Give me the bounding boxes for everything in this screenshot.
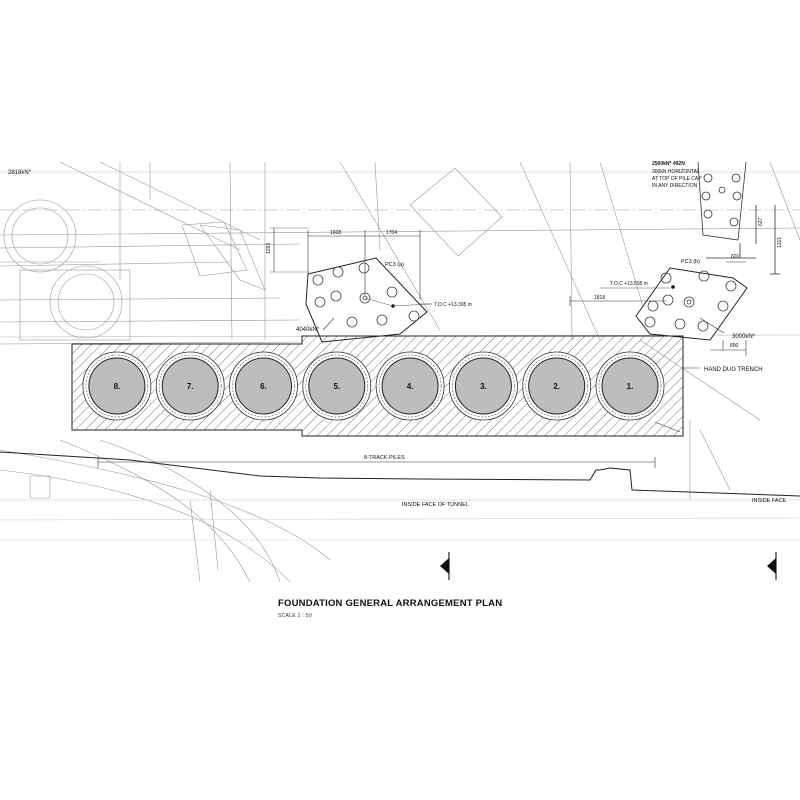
dim-627: 627 [758, 217, 764, 226]
plan-title: FOUNDATION GENERAL ARRANGEMENT PLAN [278, 598, 503, 609]
track-piles-label: 8-TRACK PILES [364, 455, 405, 461]
track-piles: 1. 2. 3. 4. 5. 6. 7. 8. [82, 351, 665, 421]
pile-core [161, 357, 219, 415]
pile-number: 6. [260, 382, 267, 391]
pile-core [381, 357, 439, 415]
pile-reinforcement [452, 354, 515, 418]
pile-reinforcement [525, 354, 589, 418]
load-label-right-cap: 3000kN* [732, 334, 756, 340]
pile-number: 3. [480, 382, 487, 391]
load-note-line2: 300kN HORIZONTAL [652, 169, 700, 175]
pile-number: 2. [553, 382, 560, 391]
dim-1818: 1818 [594, 295, 605, 301]
dim-1704: 1704 [386, 230, 397, 236]
pile-core [528, 357, 586, 415]
pile-number: 7. [187, 382, 194, 391]
dim-890: 890 [730, 343, 739, 349]
pile-core [235, 357, 292, 415]
dim-601: 601 [731, 254, 740, 260]
pile-cap-a-toc: T.O.C +13.395 m [434, 302, 472, 308]
pile-2: 2. [522, 351, 592, 421]
pile-core [454, 357, 512, 415]
pile-reinforcement [305, 354, 369, 418]
pile-7: 7. [155, 351, 225, 421]
dim-1311: 1311 [777, 237, 783, 248]
pile-core [308, 357, 366, 415]
pile-6: 6. [229, 351, 298, 421]
load-note-line1: 2500kN* 492N [652, 161, 685, 167]
pile-8: 8. [82, 351, 152, 421]
pile-reinforcement [158, 354, 222, 418]
pile-1: 1. [595, 351, 665, 421]
section-marker-left [440, 552, 450, 580]
tunnel-face-label-right: INSIDE FACE [752, 498, 787, 504]
trench-label: HAND DUG TRENCH [704, 367, 763, 373]
pile-cap-b-toc: T.O.C +13.595 m [610, 281, 648, 287]
dim-1608: 1608 [330, 230, 341, 236]
tunnel-face-line [0, 451, 800, 497]
load-note-line4: IN ANY DIRECTION [652, 183, 698, 189]
pile-core [88, 357, 146, 415]
pile-number: 4. [407, 382, 414, 391]
pile-cap-b [635, 267, 748, 341]
plan-scale: SCALE 1 : 50 [278, 613, 312, 619]
title-block: FOUNDATION GENERAL ARRANGEMENT PLAN SCAL… [278, 598, 502, 619]
pile-reinforcement [598, 354, 662, 418]
load-label-top-left: 2818kN* [8, 170, 32, 176]
pile-5: 5. [302, 351, 372, 421]
pile-number: 8. [114, 382, 121, 391]
upper-right-pile-cap [697, 161, 780, 275]
pile-reinforcement [378, 354, 442, 418]
load-label-left-cap: 4040kN* [296, 327, 320, 333]
dimension-lines [97, 227, 747, 468]
pile-4: 4. [375, 351, 445, 421]
pile-3: 3. [448, 351, 518, 421]
pile-core [601, 357, 659, 415]
pile-cap-b-name: PC3 (b) [681, 259, 700, 265]
section-marker-right [767, 552, 777, 580]
pile-cap-a-name: PC3 (a) [385, 262, 404, 268]
pile-reinforcement [85, 354, 149, 418]
pile-number: 5. [333, 382, 340, 391]
dim-1293: 1293 [266, 243, 272, 254]
pile-number: 1. [627, 382, 634, 391]
pile-reinforcement [232, 354, 295, 418]
pile-cap-a [305, 257, 431, 343]
load-note-line3: AT TOP OF PILE CAP [652, 176, 702, 182]
tunnel-face-label-left: INSIDE FACE OF TUNNEL [402, 502, 469, 508]
